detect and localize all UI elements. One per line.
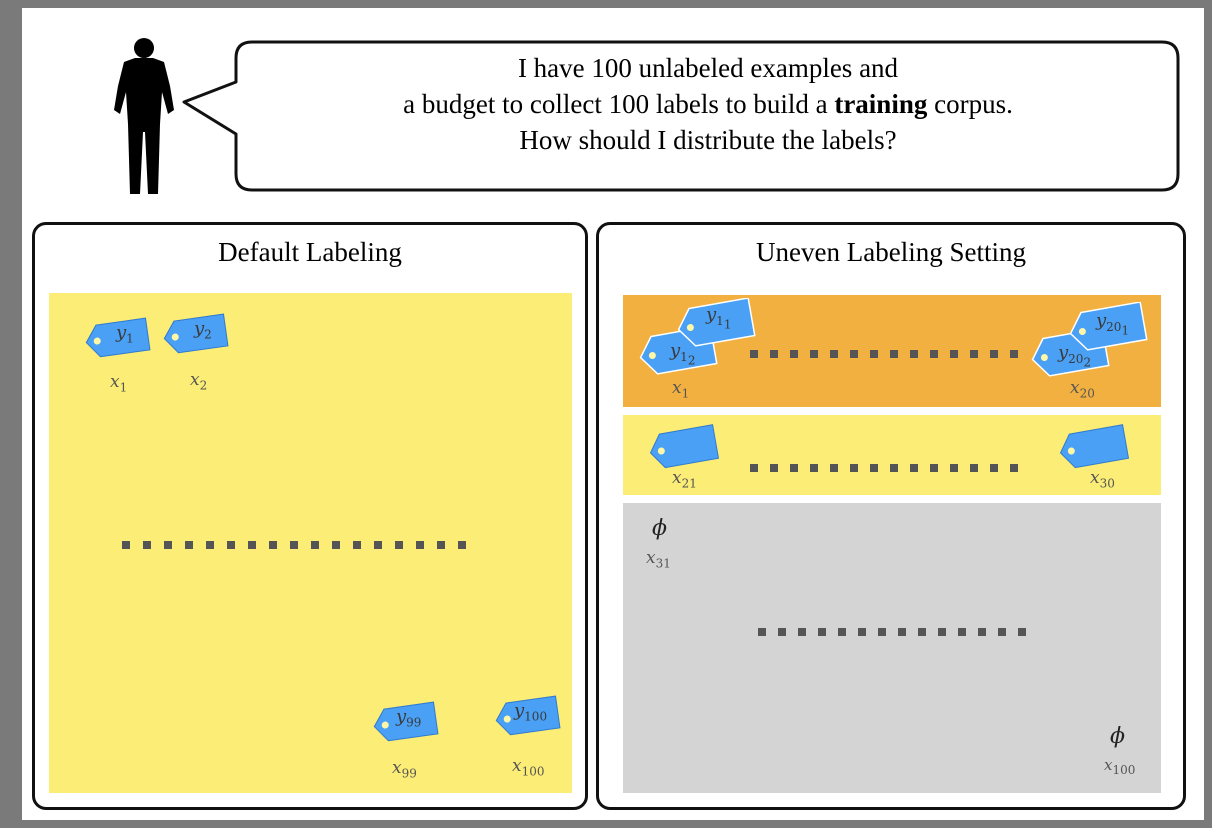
- x-label-1: x1: [110, 372, 128, 395]
- prompt-line-2-start: a budget to collect 100 labels to build …: [403, 89, 835, 119]
- x-label-30: x30: [1090, 468, 1115, 491]
- prompt-bold-word: training: [834, 89, 928, 119]
- x-label-99: x99: [392, 758, 417, 781]
- person-silhouette-icon: [114, 38, 174, 194]
- ellipsis-dots: [122, 541, 466, 549]
- y-label-1-1: y11: [706, 304, 732, 331]
- x-label-1: x1: [672, 378, 690, 401]
- label-tag-icon: [373, 701, 439, 742]
- label-tag-icon: [1059, 424, 1130, 469]
- empty-label-symbol: ϕ: [652, 516, 667, 541]
- y-label-2: y2: [194, 318, 212, 342]
- label-tag-icon: [649, 424, 720, 469]
- y-label-20-1: y201: [1096, 310, 1130, 337]
- label-tag-icon: [163, 313, 229, 354]
- x-label-20: x20: [1070, 378, 1095, 401]
- label-tag-icon: [495, 695, 561, 736]
- default-labeling-panel: Default Labeling: [32, 222, 588, 810]
- x-label-31: x31: [646, 548, 671, 571]
- prompt-line-1: I have 100 unlabeled examples and: [517, 53, 899, 83]
- y-label-1: y1: [116, 322, 134, 346]
- empty-label-symbol: ϕ: [1110, 724, 1125, 749]
- panel-title-default: Default Labeling: [218, 237, 402, 267]
- prompt-line-2-end: corpus.: [927, 89, 1013, 119]
- x-label-100: x100: [512, 756, 545, 779]
- prompt-line-3: How should I distribute the labels?: [519, 125, 897, 155]
- speech-bubble: [182, 40, 1180, 192]
- labeled-region: [49, 293, 572, 793]
- ellipsis-dots: [758, 628, 1026, 636]
- x-label-21: x21: [672, 468, 697, 491]
- unlabeled-region: [623, 503, 1161, 793]
- panel-title-uneven: Uneven Labeling Setting: [756, 237, 1026, 267]
- y-label-20-2: y202: [1058, 342, 1092, 369]
- label-tag-icon: [85, 317, 151, 358]
- y-label-1-2: y12: [670, 340, 696, 367]
- prompt-text: I have 100 unlabeled examples and a budg…: [236, 50, 1180, 190]
- prompt-line-2: a budget to collect 100 labels to build …: [236, 86, 1180, 122]
- x-label-2: x2: [190, 370, 208, 393]
- ellipsis-dots: [750, 350, 1018, 358]
- label-tag-icon: [677, 298, 756, 347]
- label-tag-icon: [1069, 302, 1148, 351]
- ellipsis-dots: [750, 464, 1018, 472]
- y-label-99: y99: [396, 706, 422, 730]
- y-label-100: y100: [514, 700, 548, 724]
- x-label-100-unlabeled: x100: [1104, 756, 1136, 777]
